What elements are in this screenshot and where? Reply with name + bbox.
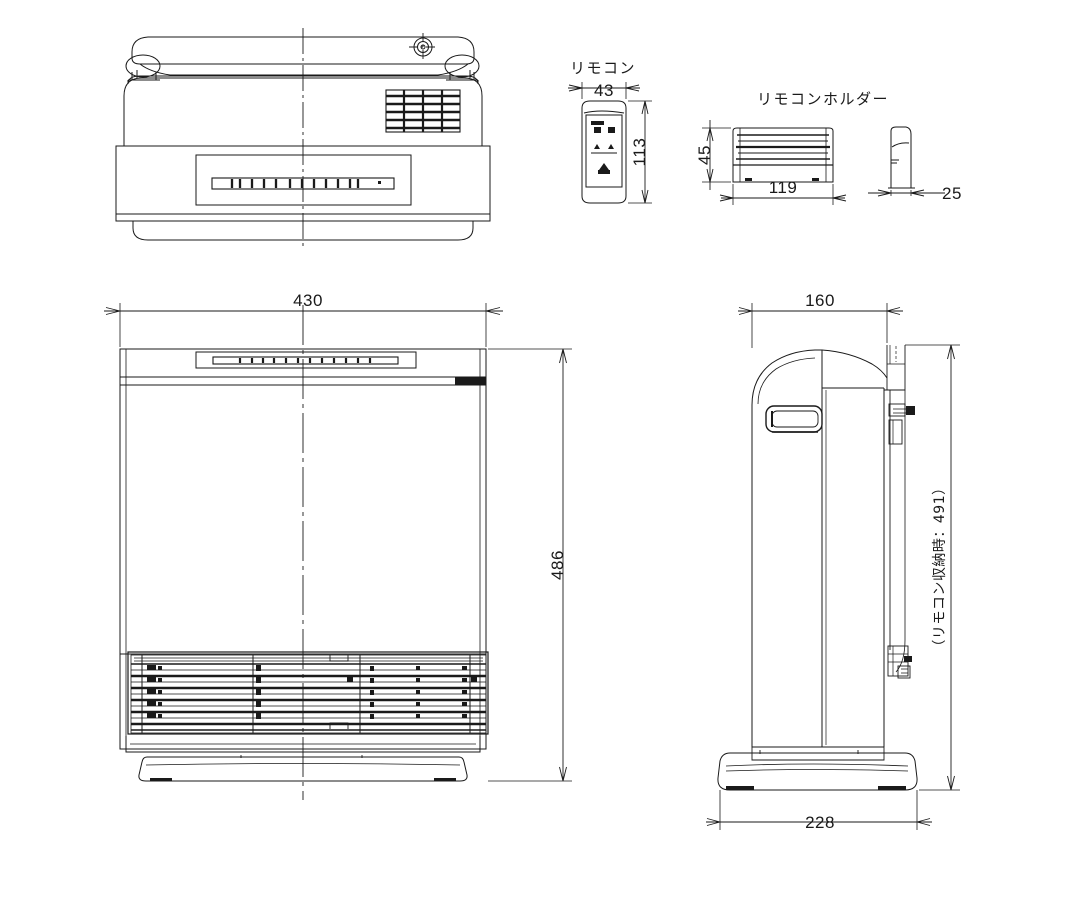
dim-front-height: 486 [548, 550, 567, 580]
gas-hose-connector [888, 403, 915, 445]
brand-mark-icon [599, 163, 609, 170]
dim-remote-height: 113 [630, 138, 649, 167]
dim-side-base-depth: 228 [805, 813, 835, 832]
remote-holder-label: リモコンホルダー [757, 90, 889, 108]
remote-body [581, 100, 627, 204]
holder-height-dimension [702, 120, 731, 190]
side-handle-recess [765, 405, 823, 433]
front-view-group [104, 303, 572, 800]
front-height-dimension [488, 348, 572, 782]
side-depth-dimension [738, 303, 903, 348]
side-view-group [706, 303, 960, 830]
dim-side-depth: 160 [805, 291, 835, 310]
dim-holder-width: 119 [769, 178, 798, 197]
front-intake-louver-grille [127, 651, 489, 735]
mode-button [608, 127, 615, 133]
up-button [594, 144, 600, 149]
dim-holder-depth: 25 [942, 184, 962, 203]
side-height-dimension [905, 344, 960, 791]
holder-side-view [888, 126, 915, 189]
front-ir-receiver-window [455, 377, 486, 385]
front-base-foot [138, 755, 468, 782]
remote-top-seam [583, 110, 625, 114]
handle-hinge-screw [409, 33, 437, 61]
remote-power-bar [591, 121, 604, 125]
front-top-control-strip [195, 351, 417, 369]
side-body-outline [751, 349, 888, 748]
side-remote-holder-mounted [887, 645, 912, 679]
side-base-foot [717, 750, 918, 791]
holder-front-view [732, 127, 834, 183]
remote-holder-group [702, 120, 945, 205]
power-button [594, 127, 601, 133]
remote-height-dimension [628, 100, 652, 204]
holder-depth-dimension [868, 189, 945, 197]
remote-label: リモコン [570, 59, 636, 77]
exhaust-grille [385, 89, 461, 133]
top-base-outline [132, 221, 474, 241]
dim-holder-height: 45 [695, 145, 714, 165]
front-width-dimension [104, 303, 503, 347]
remote-control-group [568, 82, 652, 204]
top-control-panel [195, 154, 412, 206]
down-button [608, 144, 614, 149]
top-view-group [115, 28, 491, 246]
holder-width-dimension [719, 184, 847, 205]
dim-side-height-with-remote: （リモコン収納時：491） [932, 480, 948, 653]
remote-faceplate [585, 114, 623, 188]
handle-pivot-left [125, 54, 161, 81]
side-base-dimension [706, 790, 932, 830]
side-back-panel [884, 345, 906, 673]
remote-width-dimension [568, 82, 640, 99]
dim-remote-width: 43 [594, 81, 614, 100]
dim-front-width: 430 [293, 291, 323, 310]
remote-buttons [591, 121, 617, 174]
